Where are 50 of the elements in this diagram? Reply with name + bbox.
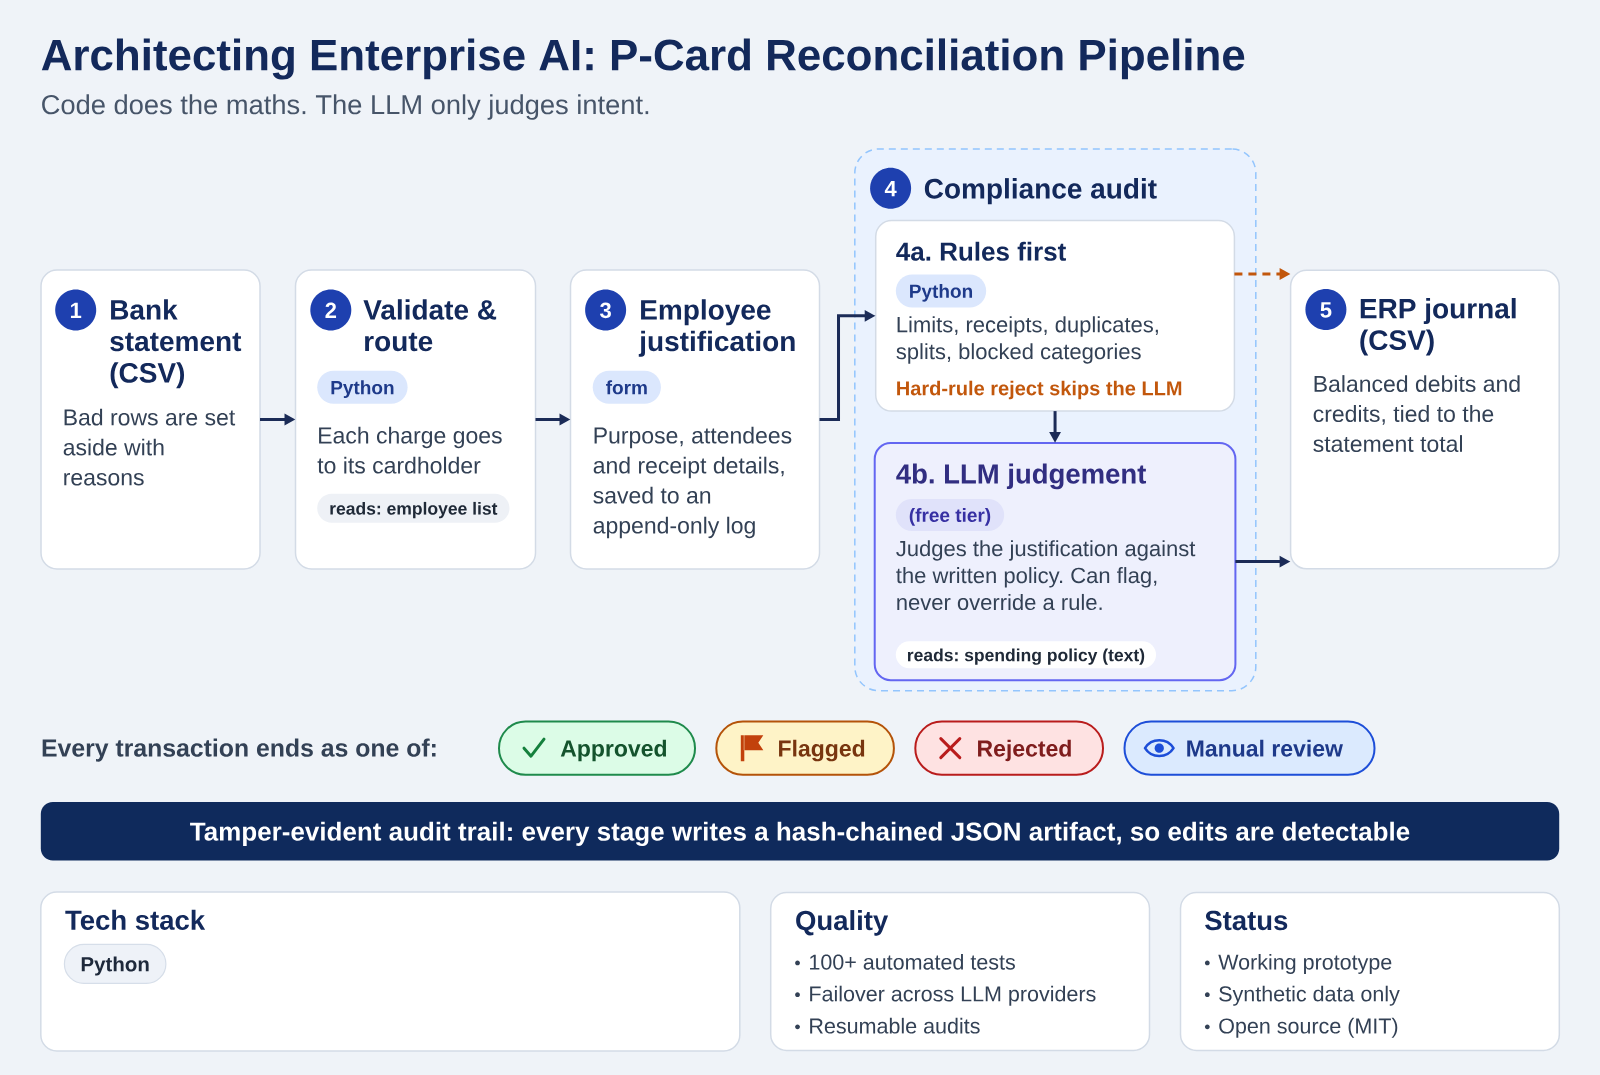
status-pill: Flagged	[715, 720, 895, 776]
list-item: Open source (MIT)	[1219, 1017, 1398, 1038]
tag-pill: reads: employee list	[317, 493, 510, 523]
banner: Tamper-evident audit trail: every stage writes a hash-chained JSON artifact, so edits are detectable	[40, 802, 1560, 861]
card-title: Compliance audit	[924, 178, 1157, 205]
card-title: 4b. LLM judgement	[896, 463, 1146, 490]
card-title: Tech stack	[65, 909, 206, 930]
status-pill: Manual review	[1123, 720, 1376, 776]
status-pill: Rejected	[914, 720, 1104, 776]
list-item: Resumable audits	[810, 1017, 980, 1034]
row-label: Every transaction ends as one of:	[42, 738, 436, 762]
process-card	[1289, 269, 1560, 570]
info-card	[769, 891, 1151, 1052]
number-badge: 1	[55, 289, 97, 331]
number-badge: 5	[1305, 289, 1347, 331]
card-title: ERP journal (CSV)	[1360, 298, 1516, 356]
card-title: Bank statement (CSV)	[110, 299, 242, 389]
list-item: Failover across LLM providers	[810, 985, 1096, 1006]
card-text: Each charge goes to its cardholder	[317, 426, 502, 474]
process-card	[874, 219, 1236, 412]
title: Architecting Enterprise AI: P-Card Reconciliation Pipeline	[41, 38, 1245, 80]
tag-pill: (free tier)	[895, 499, 1005, 531]
card-text: Purpose, attendees and receipt details, saved to an append-only log	[593, 426, 792, 539]
process-card	[873, 442, 1237, 682]
card-text: Judges the justification against the written policy. Can flag, never override a rule.	[896, 540, 1196, 611]
number-badge: 2	[310, 289, 352, 331]
process-card	[294, 269, 537, 570]
card-title: Status	[1205, 910, 1288, 931]
card-text: Limits, receipts, duplicates, splits, blocked categories	[896, 316, 1158, 364]
card-title: 4a. Rules first	[896, 241, 1066, 261]
card-title: Validate & route	[363, 299, 497, 352]
info-card	[40, 891, 741, 1052]
tag-pill: form	[592, 370, 661, 404]
process-card	[40, 269, 261, 570]
list-item: Synthetic data only	[1219, 985, 1400, 1006]
process-card	[569, 269, 821, 570]
subtitle: Code does the maths. The LLM only judges intent.	[42, 94, 649, 120]
card-text: Bad rows are set aside with reasons	[63, 408, 236, 486]
info-card	[1179, 891, 1561, 1052]
card-text: Balanced debits and credits, tied to the statement total	[1313, 375, 1520, 452]
list-item: 100+ automated tests	[810, 953, 1015, 970]
tag-pill: reads: spending policy (text)	[895, 641, 1157, 669]
tag-pill: Python	[63, 943, 167, 984]
warning-text: Hard-rule reject skips the LLM	[897, 380, 1182, 400]
number-badge: 3	[585, 289, 627, 331]
list-item: Working prototype	[1218, 953, 1392, 974]
card-title: Employee justification	[638, 299, 795, 357]
card-title: Quality	[796, 910, 889, 936]
status-pill: Approved	[498, 720, 696, 776]
number-badge: 4	[870, 167, 912, 209]
